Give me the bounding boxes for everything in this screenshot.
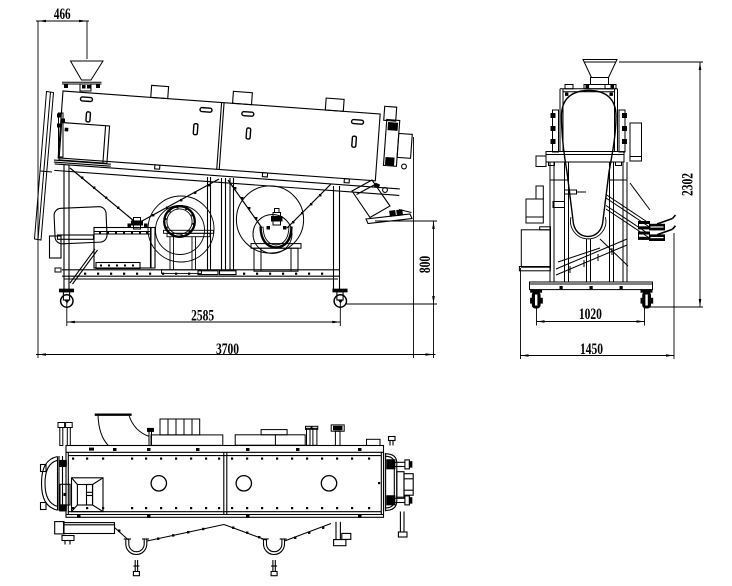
svg-text:1020: 1020: [579, 306, 602, 323]
svg-text:800: 800: [417, 256, 434, 273]
svg-text:2585: 2585: [191, 308, 214, 325]
svg-text:2302: 2302: [680, 173, 697, 196]
svg-text:1450: 1450: [580, 341, 603, 358]
svg-text:3700: 3700: [216, 341, 239, 358]
svg-text:466: 466: [54, 5, 71, 22]
